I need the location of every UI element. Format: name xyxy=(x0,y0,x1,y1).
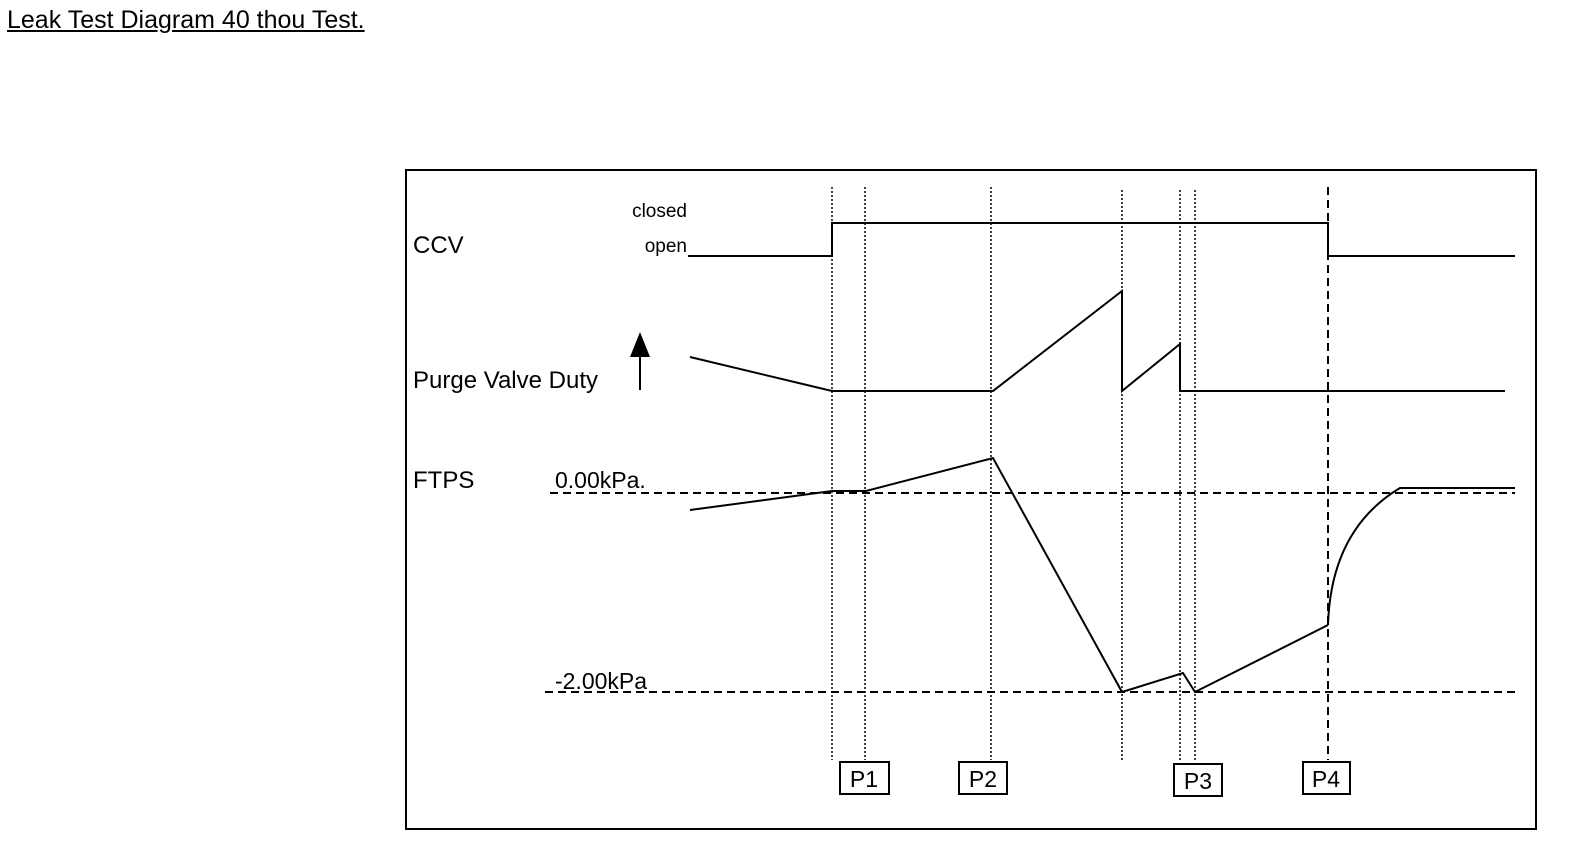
p4-marker-box xyxy=(1302,761,1351,795)
diagram-frame xyxy=(405,169,1537,830)
purge-valve-trace xyxy=(689,288,1505,394)
ftps-trace xyxy=(689,456,1329,694)
purge-valve-label: Purge Valve Duty xyxy=(413,367,598,394)
p3-marker-box xyxy=(1173,763,1223,797)
p4-marker-label: P4 xyxy=(1312,766,1340,792)
ccv-label: CCV xyxy=(413,232,464,259)
ftps-label: FTPS xyxy=(413,467,474,494)
ccv-closed-label: closed xyxy=(632,201,687,222)
pressure-zero-label: 0.00kPa. xyxy=(555,467,646,493)
p1-marker-label: P1 xyxy=(850,766,878,792)
pressure-minus-two-label: -2.00kPa xyxy=(555,668,647,694)
p3-marker-label: P3 xyxy=(1184,768,1212,794)
phase-boundary-lines xyxy=(831,187,1196,760)
up-arrow-icon xyxy=(630,332,650,390)
p1-marker-box xyxy=(839,761,890,795)
p2-marker-label: P2 xyxy=(969,766,997,792)
p2-marker-box xyxy=(958,761,1008,795)
ccv-open-label: open xyxy=(645,236,687,257)
page-title: Leak Test Diagram 40 thou Test. xyxy=(7,6,365,34)
ftps-recovery-curve xyxy=(1327,487,1515,626)
ccv-trace xyxy=(688,222,1515,257)
